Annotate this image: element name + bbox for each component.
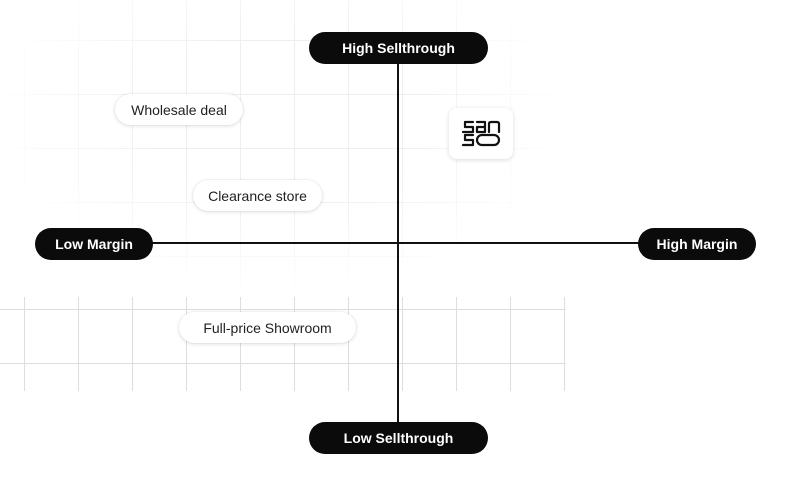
- axis-label-high-margin: High Margin: [638, 228, 756, 260]
- axis-label-low-margin: Low Margin: [35, 228, 153, 260]
- item-full-price-showroom[interactable]: Full-price Showroom: [179, 312, 356, 343]
- horizontal-axis: [94, 242, 696, 244]
- item-wholesale-deal[interactable]: Wholesale deal: [115, 94, 243, 125]
- sanso-logo-icon: [449, 108, 513, 159]
- axis-label-low-sellthrough: Low Sellthrough: [309, 422, 488, 454]
- axis-label-high-sellthrough: High Sellthrough: [309, 32, 488, 64]
- item-clearance-store[interactable]: Clearance store: [193, 180, 322, 211]
- vertical-axis: [397, 48, 399, 440]
